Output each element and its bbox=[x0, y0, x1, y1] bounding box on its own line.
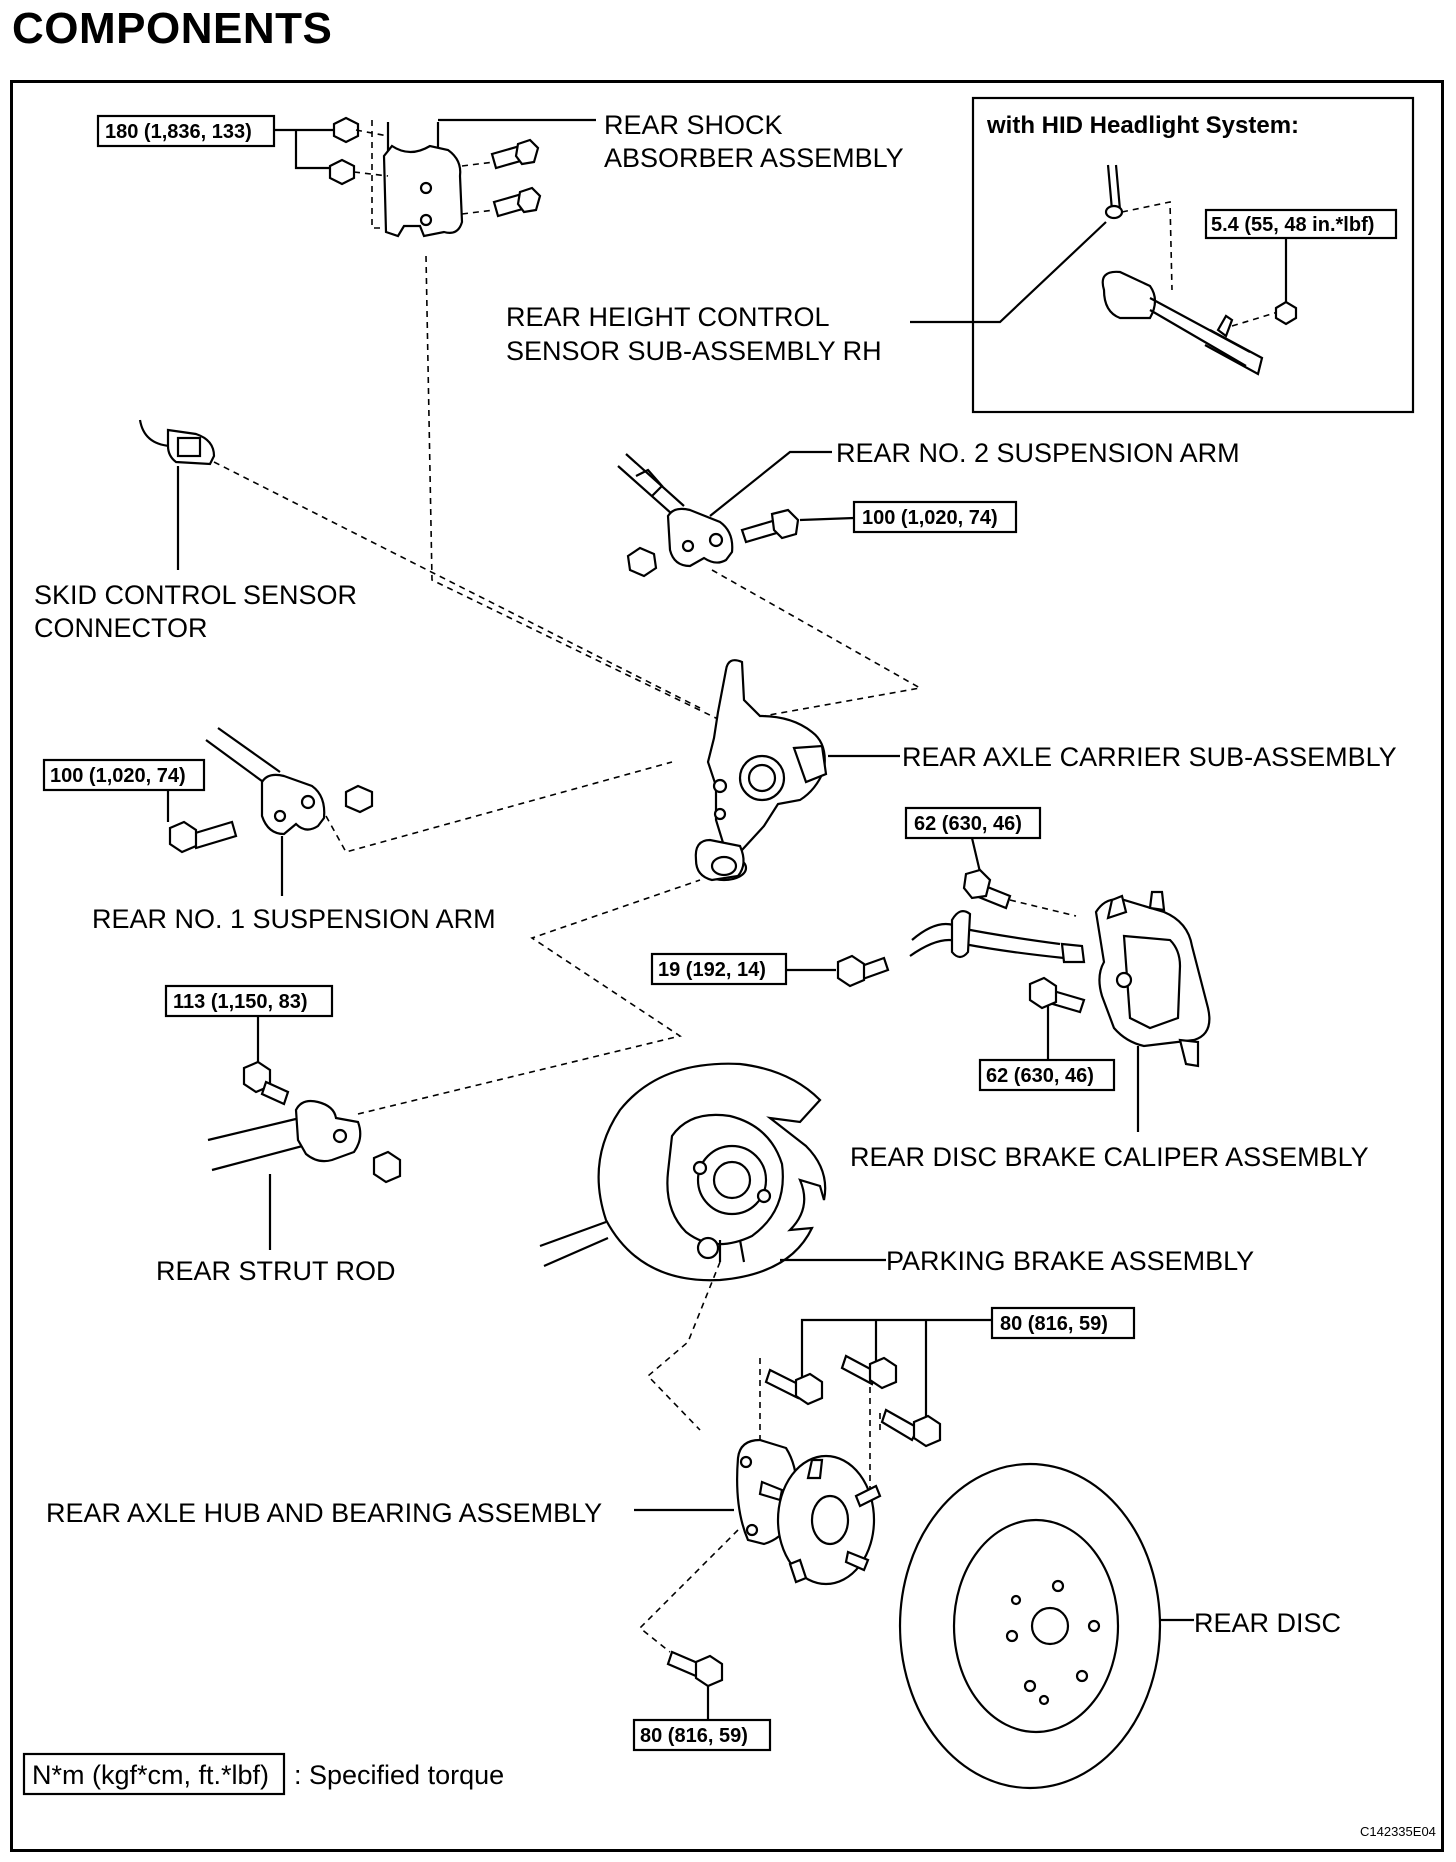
rear-axle-hub-and-bearing: 80 (816, 59) 80 (816, 59) bbox=[632, 1306, 1136, 1752]
label-skid-control-sensor-connector-2: CONNECTOR bbox=[34, 613, 208, 643]
legend-description: : Specified torque bbox=[294, 1760, 504, 1790]
label-parking-brake: PARKING BRAKE ASSEMBLY bbox=[886, 1246, 1254, 1276]
label-rear-no1-suspension-arm: REAR NO. 1 SUSPENSION ARM bbox=[92, 904, 496, 934]
torque-sensor-bolt: 19 (192, 14) bbox=[658, 959, 766, 981]
rear-shock-absorber: 180 (1,836, 133) bbox=[96, 114, 721, 721]
diagram-frame bbox=[10, 80, 1444, 1852]
hid-inset: with HID Headlight System: 5.4 (55, 48 i… bbox=[910, 96, 1415, 414]
page-title: COMPONENTS bbox=[12, 4, 333, 53]
label-rear-no2-suspension-arm: REAR NO. 2 SUSPENSION ARM bbox=[836, 438, 1240, 468]
figure-code: C142335E04 bbox=[1360, 1824, 1436, 1839]
skid-control-sensor-connector bbox=[138, 419, 701, 709]
torque-height-sensor-nut: 5.4 (55, 48 in.*lbf) bbox=[1211, 214, 1374, 236]
torque-legend: N*m (kgf*cm, ft.*lbf) : Specified torque bbox=[22, 1752, 504, 1796]
parking-brake-assembly bbox=[539, 1062, 886, 1431]
label-rear-disc-brake-caliper: REAR DISC BRAKE CALIPER ASSEMBLY bbox=[850, 1142, 1369, 1172]
legend-unit: N*m (kgf*cm, ft.*lbf) bbox=[32, 1760, 269, 1790]
torque-hub-bolts-upper: 80 (816, 59) bbox=[1000, 1313, 1108, 1335]
hid-inset-title: with HID Headlight System: bbox=[986, 112, 1299, 139]
label-rear-shock-absorber-1: REAR SHOCK bbox=[604, 110, 783, 140]
torque-no1-arm-bolt: 100 (1,020, 74) bbox=[50, 765, 186, 787]
torque-hub-bolt-lower: 80 (816, 59) bbox=[640, 1725, 748, 1747]
label-rear-axle-carrier: REAR AXLE CARRIER SUB-ASSEMBLY bbox=[902, 742, 1397, 772]
label-rear-shock-absorber-2: ABSORBER ASSEMBLY bbox=[604, 143, 904, 173]
torque-caliper-upper-bolt: 62 (630, 46) bbox=[914, 813, 1022, 835]
label-rear-disc: REAR DISC bbox=[1194, 1608, 1341, 1638]
label-rear-axle-hub-and-bearing: REAR AXLE HUB AND BEARING ASSEMBLY bbox=[46, 1498, 602, 1528]
label-rear-strut-rod: REAR STRUT ROD bbox=[156, 1256, 396, 1286]
rear-strut-rod: 113 (1,150, 83) bbox=[164, 879, 701, 1250]
rear-axle-carrier bbox=[694, 659, 900, 882]
torque-shock-bolts: 180 (1,836, 133) bbox=[105, 121, 252, 143]
label-rear-height-control-sensor-2: SENSOR SUB-ASSEMBLY RH bbox=[506, 336, 882, 366]
rear-no2-suspension-arm: 100 (1,020, 74) bbox=[617, 450, 1018, 723]
label-rear-height-control-sensor-1: REAR HEIGHT CONTROL bbox=[506, 302, 830, 332]
label-skid-control-sensor-connector-1: SKID CONTROL SENSOR bbox=[34, 580, 357, 610]
rear-no1-suspension-arm: 100 (1,020, 74) bbox=[42, 727, 673, 896]
torque-caliper-lower-bolt: 62 (630, 46) bbox=[986, 1065, 1094, 1087]
torque-no2-arm-bolt: 100 (1,020, 74) bbox=[862, 507, 998, 529]
rear-disc-brake-caliper: 62 (630, 46) 19 (192, 14) 62 (630, 46) bbox=[650, 806, 1211, 1132]
rear-disc bbox=[898, 1462, 1194, 1790]
torque-strut-rod-bolt: 113 (1,150, 83) bbox=[173, 991, 308, 1013]
